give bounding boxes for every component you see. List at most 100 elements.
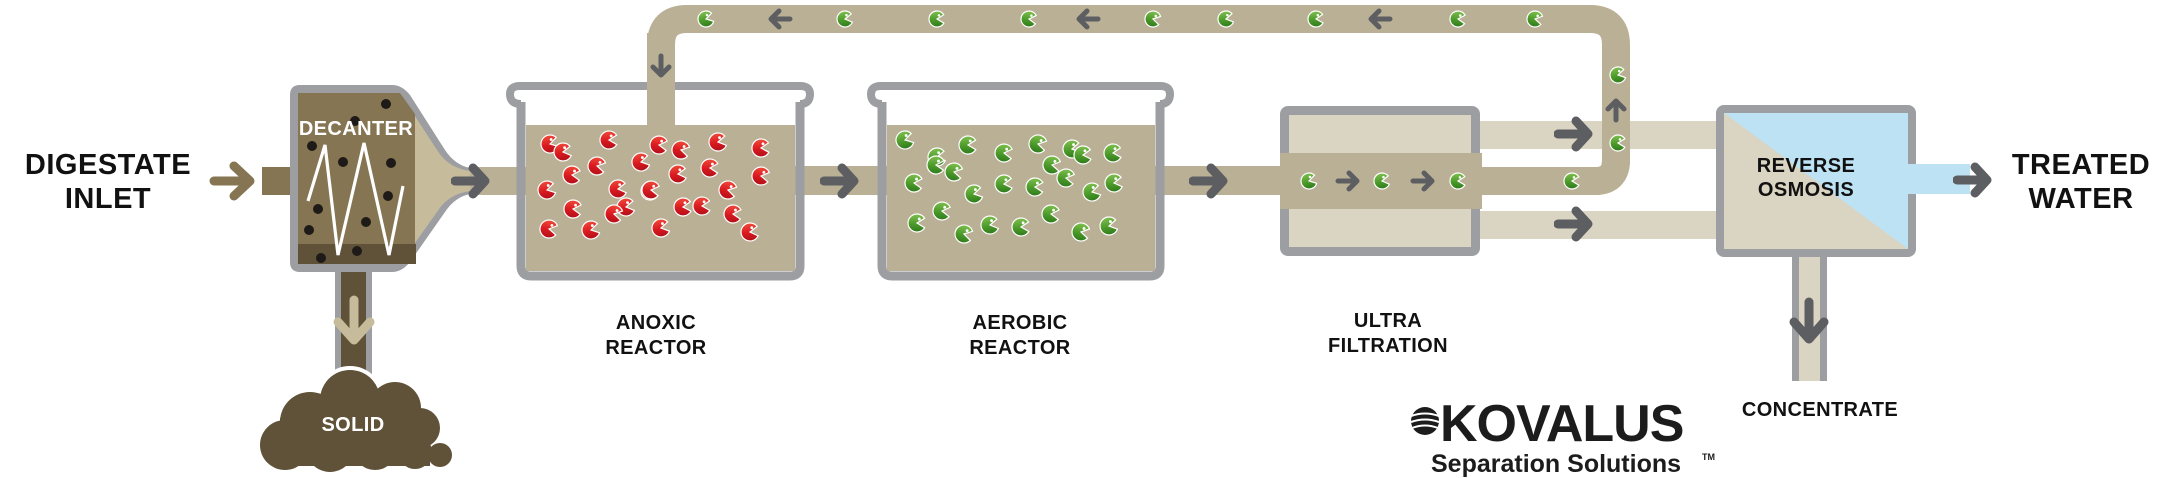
green-bacteria-icon [958, 135, 977, 155]
green-bacteria-icon [1609, 66, 1627, 84]
decanter: DECANTER [262, 85, 478, 380]
treated-label-line1: TREATED [2012, 149, 2150, 181]
red-bacteria-icon [651, 218, 671, 238]
red-bacteria-icon [599, 130, 618, 150]
red-bacteria-icon [581, 220, 601, 240]
decanter-label: DECANTER [299, 118, 413, 140]
loop-left-arrow-icon [1076, 8, 1101, 30]
decanter-screw [306, 142, 405, 256]
aerobic-label-line2: REACTOR [969, 337, 1070, 359]
green-bacteria-icon [1099, 216, 1119, 236]
red-bacteria-icon [587, 156, 607, 176]
kovalus-logo: KOVALUS Separation Solutions TM [1410, 395, 1715, 478]
red-bacteria-icon [700, 158, 719, 178]
green-bacteria-icon [1073, 145, 1092, 165]
red-bacteria-icon [563, 199, 582, 219]
aerobic-reactor [866, 82, 1175, 281]
green-bacteria-icon [1217, 10, 1235, 28]
inlet-label-line1: DIGESTATE [25, 149, 191, 181]
logo-trademark: TM [1702, 452, 1715, 462]
green-bacteria-icon [1144, 10, 1162, 28]
uf-microbe-group [1300, 172, 1466, 190]
loop-left-arrow-icon [768, 8, 793, 30]
anoxic-reactor [505, 33, 815, 281]
riser-up-arrow-icon [1605, 98, 1627, 123]
green-bacteria-icon [1042, 155, 1062, 175]
green-bacteria-icon [1104, 173, 1123, 193]
flow-arrows [455, 8, 1987, 344]
green-bacteria-icon [1449, 172, 1466, 190]
logo-brand: KOVALUS [1440, 395, 1683, 453]
green-bacteria-icon [1300, 172, 1318, 190]
green-bacteria-icon [932, 201, 951, 221]
green-bacteria-icon [1025, 177, 1044, 197]
green-bacteria-icon [1103, 143, 1122, 163]
red-bacteria-icon [631, 152, 651, 172]
red-bacteria-icon [562, 165, 581, 185]
red-bacteria-icon [539, 219, 559, 239]
green-bacteria-icon [907, 213, 926, 233]
solid-down-arrow-icon [333, 295, 375, 345]
red-bacteria-icon [671, 140, 691, 160]
uf-small-arrow-icon [1410, 170, 1435, 192]
red-bacteria-icon [673, 197, 692, 217]
return-down-arrow-icon [650, 53, 672, 78]
loop-microbe-group [697, 10, 1627, 190]
treated-label-line2: WATER [2028, 183, 2133, 215]
ro-label-line1: REVERSE [1757, 155, 1855, 177]
red-bacteria-icon [649, 135, 668, 155]
red-bacteria-icon [718, 180, 738, 200]
red-bacteria-icon [608, 179, 627, 199]
red-bacteria-icon [740, 222, 759, 242]
anoxic-label-line2: REACTOR [605, 337, 706, 359]
solid-cloud: SOLID [260, 366, 452, 472]
green-bacteria-icon [895, 130, 915, 150]
solid-particles [304, 99, 396, 263]
anoxic-microbe-group [537, 130, 771, 242]
red-bacteria-icon [751, 138, 770, 158]
inlet-arrow-icon [209, 161, 255, 201]
green-bacteria-icon [964, 184, 984, 204]
green-bacteria-icon [1011, 217, 1030, 237]
loop-left-arrow-icon [1368, 8, 1393, 30]
red-bacteria-icon [668, 164, 687, 184]
green-bacteria-icon [1563, 172, 1580, 190]
red-bacteria-icon [723, 204, 742, 224]
green-bacteria-icon [1020, 10, 1038, 28]
green-bacteria-icon [904, 173, 923, 193]
globe-icon [1410, 407, 1440, 435]
uf-small-arrow-icon [1335, 170, 1360, 192]
uf-label-line1: ULTRA [1354, 310, 1422, 332]
green-bacteria-icon [980, 215, 1000, 235]
concentrate-label: CONCENTRATE [1742, 399, 1898, 421]
green-bacteria-icon [1609, 134, 1626, 152]
green-bacteria-icon [994, 143, 1013, 163]
red-bacteria-icon [553, 142, 573, 162]
red-bacteria-icon [641, 180, 660, 200]
green-bacteria-icon [928, 10, 945, 28]
green-bacteria-icon [697, 10, 715, 28]
green-bacteria-icon [1307, 10, 1324, 28]
red-bacteria-icon [537, 180, 557, 200]
red-bacteria-icon [692, 196, 711, 216]
inlet-label-line2: INLET [65, 183, 151, 215]
green-bacteria-icon [1526, 10, 1544, 28]
permeate-pipe-top [1480, 121, 1716, 149]
green-bacteria-icon [1071, 222, 1091, 242]
solid-label: SOLID [321, 414, 384, 436]
green-bacteria-icon [944, 162, 964, 182]
aerobic-label-line1: AEROBIC [972, 312, 1067, 334]
green-bacteria-icon [1449, 10, 1466, 28]
red-bacteria-icon [604, 204, 624, 224]
green-bacteria-icon [954, 224, 974, 244]
permeate-pipe-bottom [1480, 211, 1716, 239]
anoxic-label-line1: ANOXIC [616, 312, 696, 334]
green-bacteria-icon [1028, 134, 1048, 154]
ultrafiltration-unit [1280, 100, 1716, 256]
green-bacteria-icon [1041, 204, 1060, 224]
red-bacteria-icon [751, 166, 771, 186]
red-bacteria-icon [708, 132, 728, 152]
uf-label-line2: FILTRATION [1328, 335, 1448, 357]
green-bacteria-icon [1082, 182, 1102, 202]
